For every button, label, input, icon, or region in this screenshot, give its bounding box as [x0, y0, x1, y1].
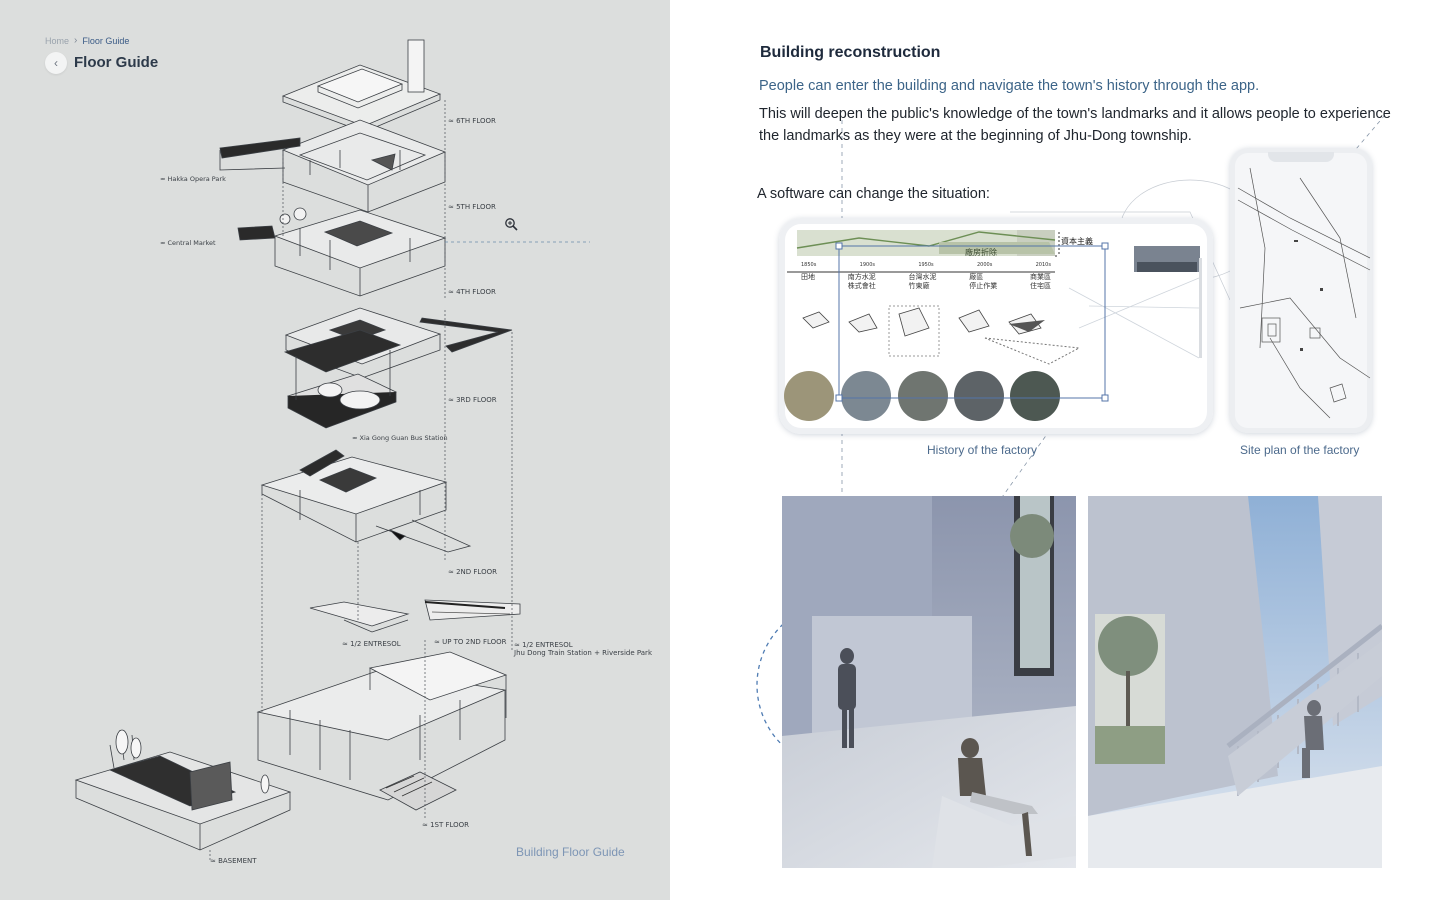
- timeline-label: 田地: [801, 273, 815, 281]
- page-title: Floor Guide: [74, 54, 159, 71]
- chevron-left-icon: ‹: [54, 56, 58, 70]
- floor-5-model: [219, 119, 447, 213]
- interior-render-stairs: [1088, 496, 1382, 868]
- timeline-label: 台灣水泥竹東廠: [908, 273, 937, 290]
- label-2nd-floor: ≈ 2ND FLOOR: [448, 568, 497, 576]
- building-floor-guide-caption: Building Floor Guide: [516, 845, 625, 859]
- subhead-text: A software can change the situation:: [757, 186, 990, 202]
- zoom-in-icon[interactable]: [504, 217, 518, 231]
- breadcrumb-home[interactable]: Home: [45, 35, 70, 46]
- alignment-guides: [209, 100, 513, 860]
- site-plan-map: [1237, 167, 1371, 419]
- tablet-screen: [784, 230, 1202, 421]
- label-4th-floor: ≈ 4TH FLOOR: [448, 288, 496, 296]
- timeline-labels: 田地 南方水泥株式會社 台灣水泥竹東廠 廠區停止作業 商業區住宅區: [801, 273, 1051, 291]
- breadcrumb: Home › Floor Guide: [45, 35, 129, 46]
- floor-3-model: [283, 307, 513, 429]
- label-basement: ≈ BASEMENT: [210, 857, 257, 865]
- label-3rd-floor: ≈ 3RD FLOOR: [448, 396, 497, 404]
- floor-guide-panel: Home › Floor Guide ‹ Floor Guide: [0, 0, 670, 900]
- phone-notch: [1268, 152, 1334, 162]
- tablet-mockup: 廠房折除 資本主義 1850s 1900s 1950s 2000s 2010s …: [779, 218, 1213, 434]
- timeline-year: 1950s: [918, 262, 934, 268]
- timeline-label: 商業區住宅區: [1030, 273, 1051, 290]
- timeline-year: 2000s: [976, 262, 993, 268]
- timeline-banner-right: 資本主義: [1061, 237, 1093, 246]
- body-paragraph: This will deepen the public's knowledge …: [759, 106, 1391, 144]
- label-5th-floor: ≈ 5TH FLOOR: [448, 203, 496, 211]
- label-up-to-2nd: ≈ UP TO 2ND FLOOR: [434, 638, 507, 646]
- exploded-axonometric-drawing: [74, 39, 590, 860]
- label-hakka-opera-park: ≈ Hakka Opera Park: [160, 175, 226, 183]
- roof-level: [281, 39, 442, 133]
- section-title: Building reconstruction: [760, 44, 941, 61]
- entresol-models: [309, 599, 521, 633]
- breadcrumb-current: Floor Guide: [82, 35, 130, 46]
- caption-history: History of the factory: [927, 443, 1038, 457]
- phone-mockup: [1230, 148, 1372, 433]
- label-entresol-b-sub: Jhu Dong Train Station + Riverside Park: [514, 649, 652, 657]
- interior-render-window: [782, 496, 1076, 868]
- label-6th-floor: ≈ 6TH FLOOR: [448, 117, 496, 125]
- label-entresol-a: ≈ 1/2 ENTRESOL: [342, 640, 401, 648]
- lead-text: People can enter the building and naviga…: [759, 78, 1260, 94]
- back-button[interactable]: ‹: [45, 52, 67, 74]
- timeline-year: 1850s: [801, 262, 817, 268]
- timeline-years: 1850s 1900s 1950s 2000s 2010s: [801, 262, 1051, 268]
- basement-model: [74, 729, 292, 851]
- label-1st-floor: ≈ 1ST FLOOR: [422, 821, 470, 829]
- chevron-right-icon: ›: [74, 35, 78, 46]
- timeline-year: 2010s: [1035, 262, 1051, 268]
- floor-2-model: [260, 449, 472, 553]
- label-entresol-b: ≈ 1/2 ENTRESOL: [514, 641, 573, 649]
- timeline-banner-mid: 廠房折除: [965, 248, 997, 257]
- label-bus-station: ≈ Xia Gong Guan Bus Station: [352, 434, 448, 442]
- floor-1-model: [256, 651, 508, 811]
- caption-site-plan: Site plan of the factory: [1240, 443, 1360, 457]
- label-central-market: ≈ Central Market: [160, 239, 216, 247]
- timeline-label: 廠區停止作業: [969, 273, 998, 290]
- timeline-label: 南方水泥株式會社: [847, 273, 876, 290]
- timeline-year: 1900s: [859, 262, 875, 268]
- floor-4-model: [237, 207, 447, 297]
